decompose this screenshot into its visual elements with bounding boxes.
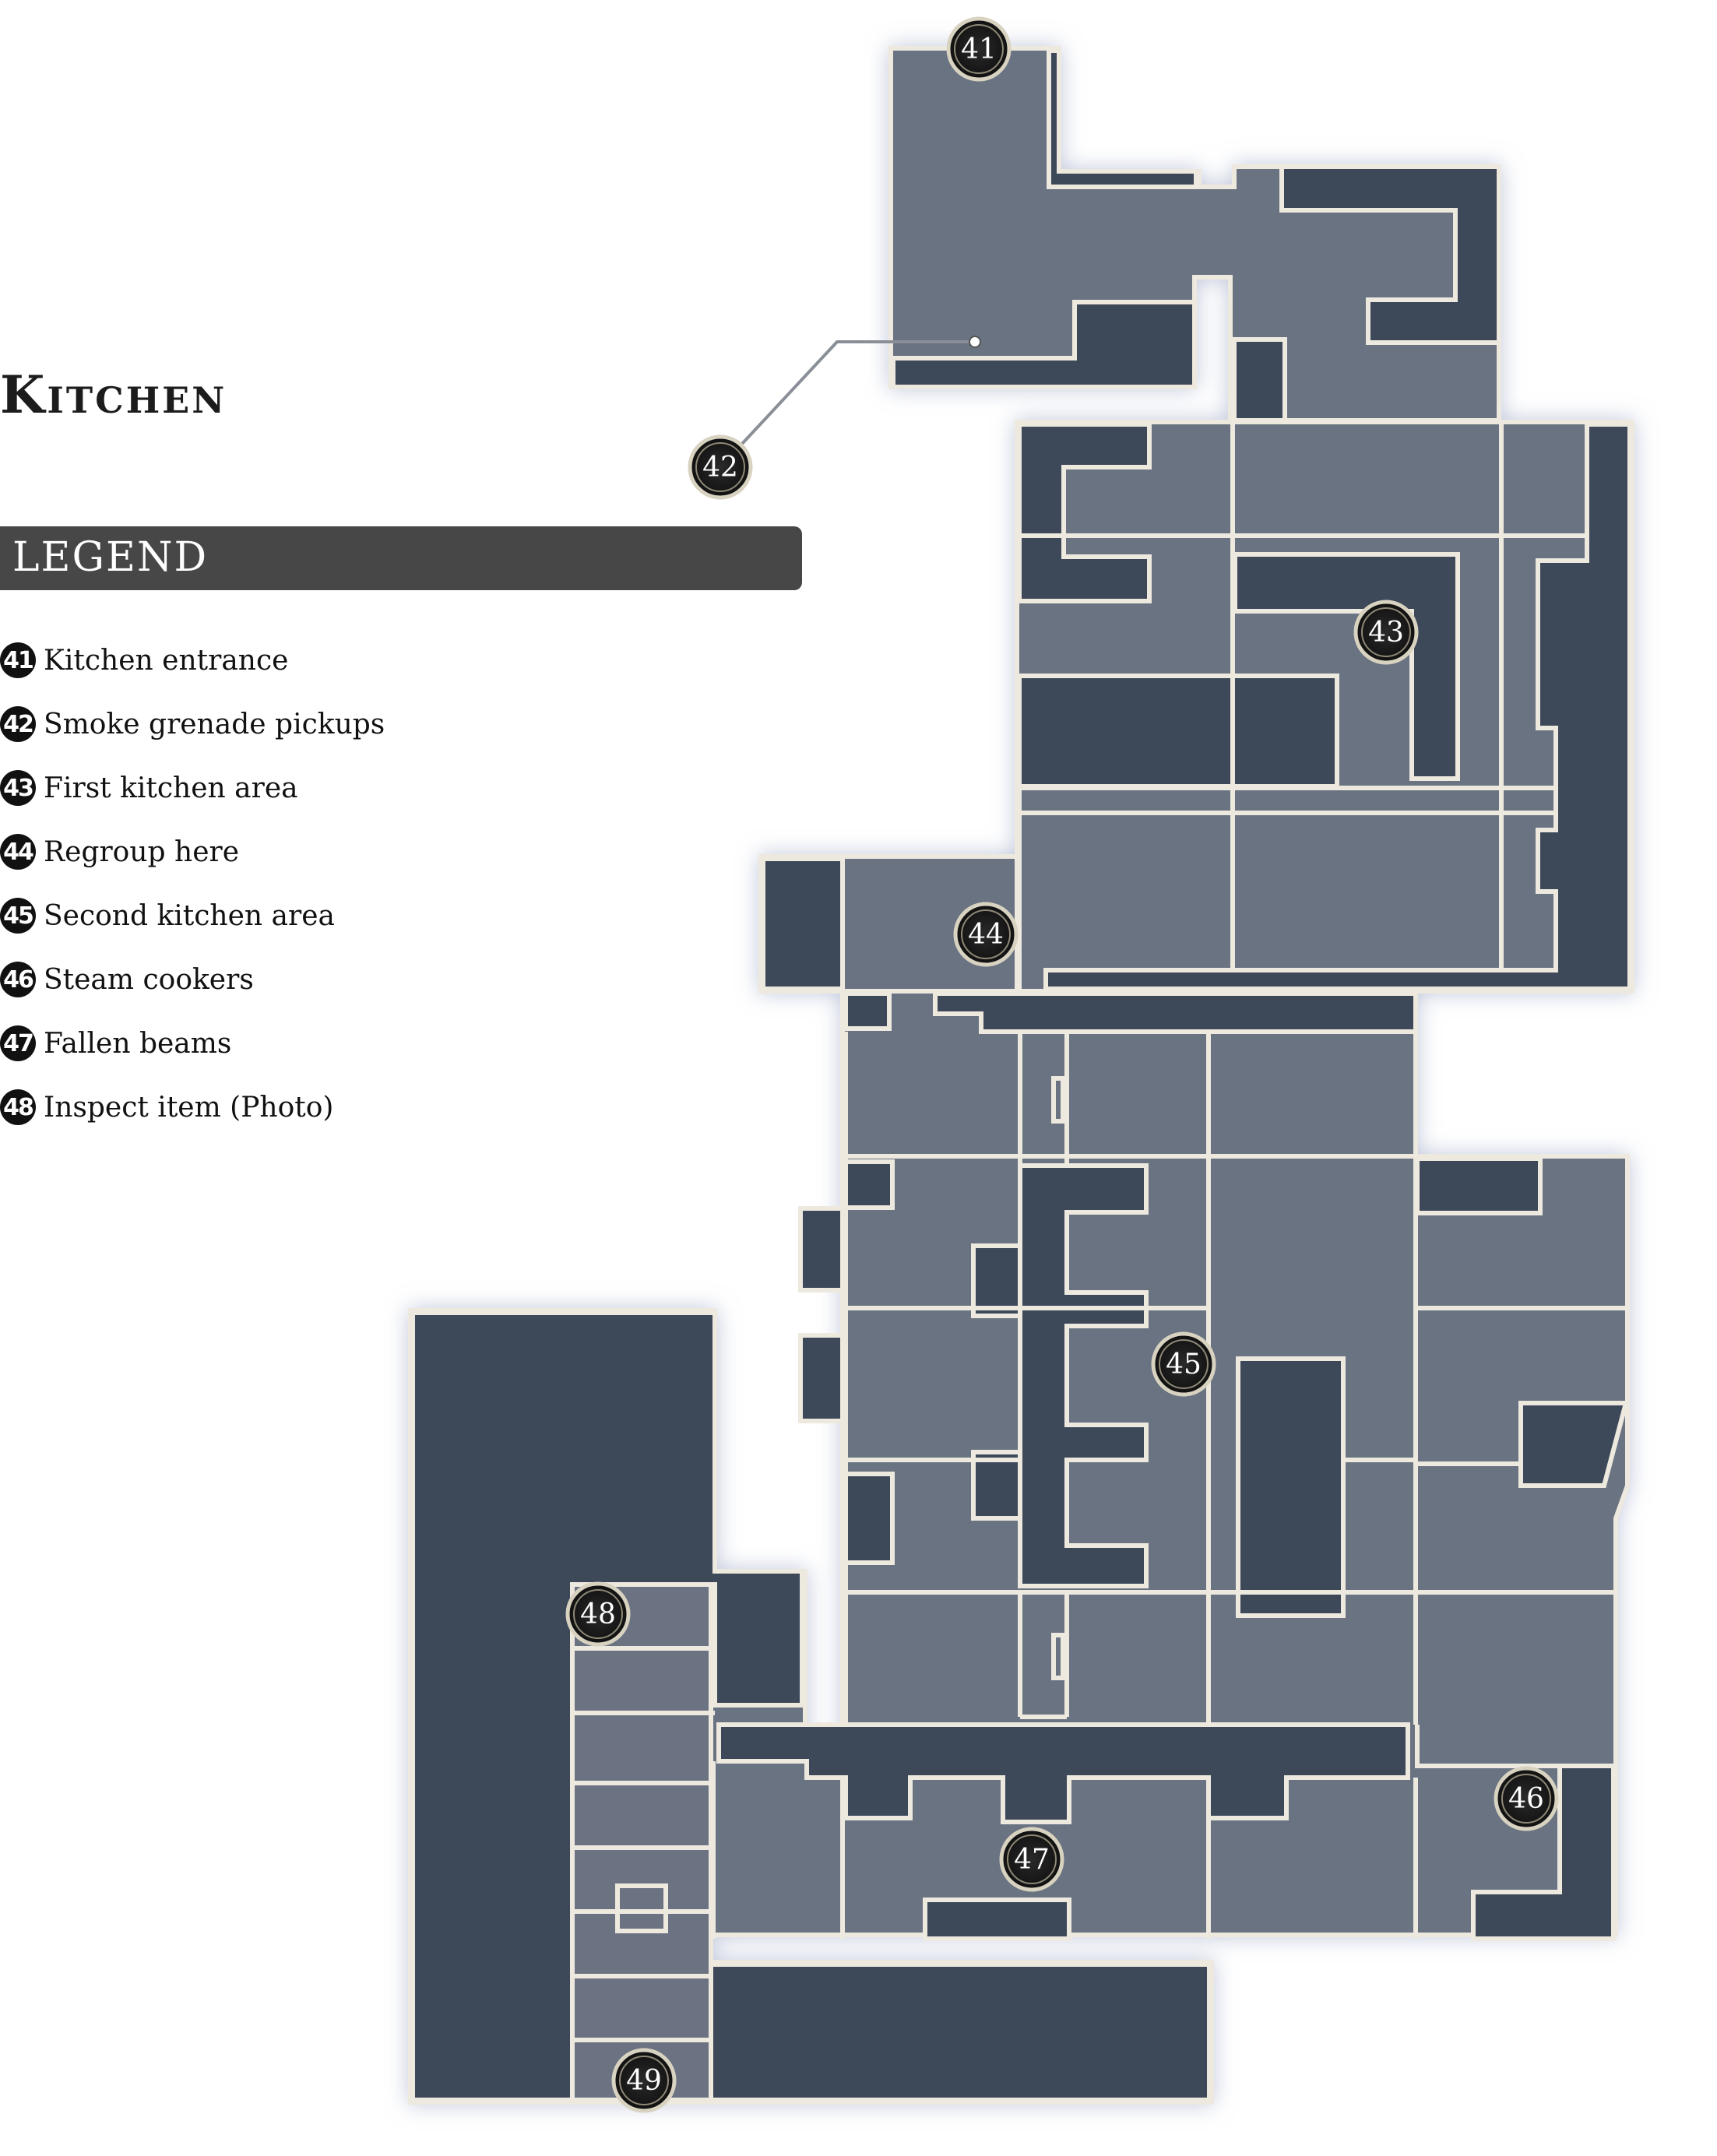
sk-block-c bbox=[798, 1333, 845, 1423]
marker-label: 41 bbox=[961, 33, 997, 65]
legend-number: 48 bbox=[0, 1089, 36, 1125]
fallen-beam bbox=[923, 1897, 1071, 1941]
marker-43: 43 bbox=[1353, 600, 1419, 665]
marker-label: 45 bbox=[1166, 1349, 1202, 1380]
passage-block-2 bbox=[933, 991, 1418, 1034]
legend-label: Steam cookers bbox=[44, 963, 254, 996]
sk-block-b bbox=[798, 1206, 845, 1293]
marker-48: 48 bbox=[565, 1581, 631, 1647]
marker-41: 41 bbox=[946, 16, 1012, 82]
sk-block-a bbox=[843, 1159, 895, 1210]
legend-item: 46 Steam cookers bbox=[0, 956, 254, 1003]
legend-number: 45 bbox=[0, 898, 36, 934]
marker-label: 44 bbox=[968, 919, 1004, 951]
legend-label: Inspect item (Photo) bbox=[44, 1091, 334, 1124]
legend-item: 48 Inspect item (Photo) bbox=[0, 1084, 333, 1131]
marker-label: 49 bbox=[626, 2065, 662, 2097]
marker-49: 49 bbox=[611, 2048, 677, 2113]
legend-label: Second kitchen area bbox=[44, 899, 335, 932]
legend-item: 41 Kitchen entrance bbox=[0, 637, 288, 684]
south-storage bbox=[709, 1962, 1212, 2102]
south-counter-strip bbox=[716, 1722, 1410, 1824]
legend-number: 43 bbox=[0, 770, 36, 806]
north-corner-counter bbox=[891, 300, 1197, 389]
long-counter bbox=[1017, 674, 1339, 789]
marker-label: 43 bbox=[1368, 617, 1404, 649]
north-counter bbox=[1047, 48, 1198, 189]
legend-label: Smoke grenade pickups bbox=[44, 708, 385, 740]
marker-label: 48 bbox=[580, 1599, 616, 1630]
partitions bbox=[570, 424, 1627, 2102]
legend-item: 43 First kitchen area bbox=[0, 765, 298, 811]
marker-44: 44 bbox=[953, 902, 1019, 967]
legend-number: 44 bbox=[0, 834, 36, 870]
map-markers: 41 42 43 44 45 46 47 bbox=[565, 16, 1559, 2113]
marker-46: 46 bbox=[1494, 1766, 1559, 1831]
legend-number: 41 bbox=[0, 642, 36, 678]
legend-item: 47 Fallen beams bbox=[0, 1020, 231, 1067]
legend-label: Fallen beams bbox=[44, 1027, 232, 1060]
marker-label: 47 bbox=[1014, 1844, 1050, 1876]
east-block-top bbox=[1415, 1156, 1543, 1215]
legend-item: 44 Regroup here bbox=[0, 828, 239, 875]
north-pillar bbox=[1232, 337, 1287, 423]
west-wing bbox=[410, 1310, 804, 2102]
west-counter-1 bbox=[1017, 422, 1152, 603]
passage-block-1 bbox=[843, 991, 892, 1031]
east-wall-counter bbox=[1043, 422, 1632, 991]
legend-header: LEGEND bbox=[0, 526, 802, 590]
alcove-block bbox=[761, 856, 845, 991]
legend-item: 45 Second kitchen area bbox=[0, 892, 335, 939]
marker-45: 45 bbox=[1151, 1331, 1216, 1397]
east-block-ramp bbox=[1518, 1401, 1629, 1488]
legend-number: 47 bbox=[0, 1025, 36, 1061]
marker-label: 46 bbox=[1508, 1783, 1544, 1815]
legend-label: First kitchen area bbox=[44, 772, 298, 804]
central-island bbox=[1236, 1356, 1346, 1618]
legend-label: Regroup here bbox=[44, 835, 240, 868]
marker-42-leader bbox=[719, 336, 981, 469]
marker-47: 47 bbox=[999, 1827, 1064, 1892]
legend-number: 42 bbox=[0, 706, 36, 742]
map-title: Kitchen bbox=[0, 364, 227, 425]
marker-label: 42 bbox=[702, 452, 738, 484]
legend-heading: LEGEND bbox=[12, 534, 209, 581]
legend-label: Kitchen entrance bbox=[44, 644, 289, 677]
legend-item: 42 Smoke grenade pickups bbox=[0, 701, 385, 747]
legend-number: 46 bbox=[0, 962, 36, 997]
sk-block-d bbox=[843, 1472, 895, 1565]
marker-42: 42 bbox=[688, 434, 753, 500]
north-east-counter bbox=[1279, 164, 1501, 345]
